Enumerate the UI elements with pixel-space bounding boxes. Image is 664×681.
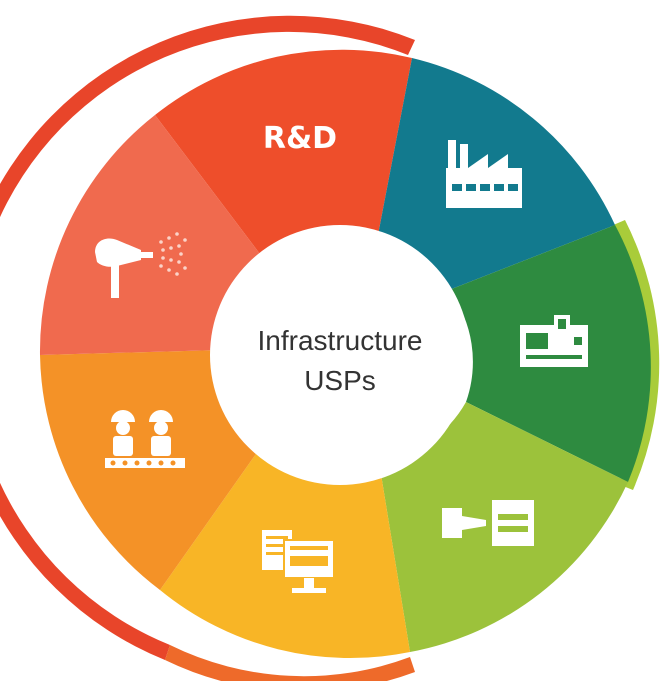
center-title-line1: Infrastructure [258,325,423,356]
computer-design-icon [262,530,335,593]
segment-workers [40,350,258,590]
spray-gun-icon [95,232,187,298]
workers-assembly-icon [105,410,185,468]
factory-icon [446,140,522,208]
segment-spray [39,115,264,355]
rd-label: R&D [263,121,337,156]
center-circle [210,225,470,485]
injection-molding-icon [442,500,534,546]
outer-accent-arc-bottom [165,645,415,681]
cnc-machine-icon [520,315,588,367]
center-title-line2: USPs [304,365,376,396]
outer-accent-arc-right [611,220,660,490]
segment-rd [155,49,412,258]
